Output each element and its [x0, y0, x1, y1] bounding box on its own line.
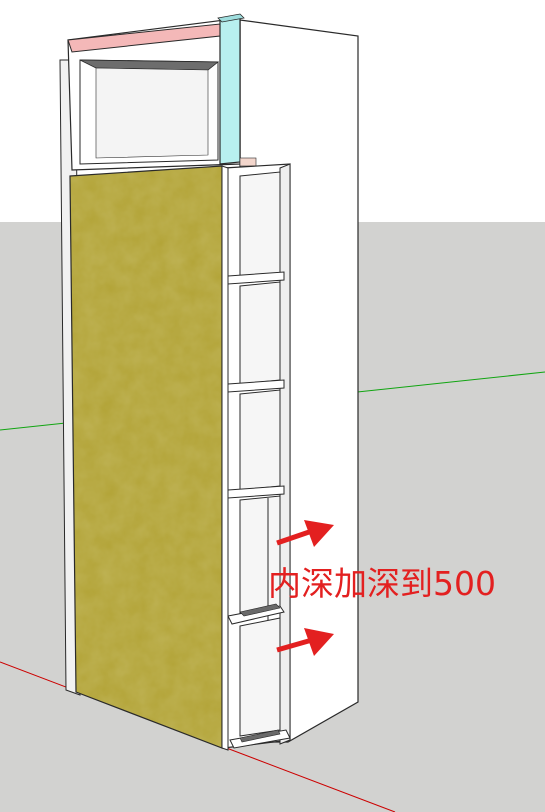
shelf-unit-side [279, 163, 291, 745]
shelf-board-4-shade [239, 603, 281, 617]
shelf-compartment-2 [239, 281, 281, 385]
top-box-back [95, 67, 209, 159]
wood-door-panel-grain [70, 166, 222, 748]
depth-arrow-lower [276, 628, 334, 656]
depth-annotation-label: 内深加深到500 [268, 564, 496, 603]
cyan-strip-cap [217, 13, 245, 23]
wood-door-panel-edge [221, 165, 229, 751]
shelf-compartment-5 [239, 617, 281, 737]
strip-base-block [239, 157, 257, 167]
shelf-bottom-shade [239, 729, 281, 743]
shelf-compartment-3 [239, 389, 281, 491]
depth-arrow-upper [276, 520, 334, 547]
shelf-compartment-1 [239, 171, 281, 277]
cyan-side-strip [219, 15, 241, 165]
